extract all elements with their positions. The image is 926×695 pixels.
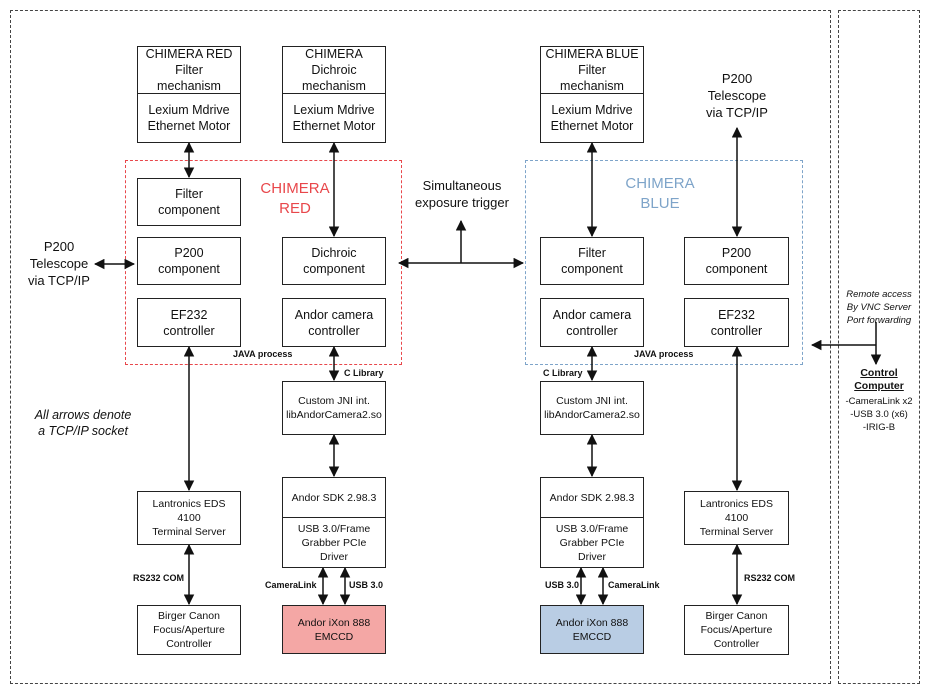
blue-usb-label: USB 3.0 <box>545 580 580 590</box>
chimera-blue-group <box>525 160 803 365</box>
red-usb-label: USB 3.0 <box>349 580 384 590</box>
blue-c-library-label: C Library <box>543 368 583 378</box>
blue-jni-interface: Custom JNI int. libAndorCamera2.so <box>540 381 644 435</box>
blue-andor-camera-controller: Andor camera controller <box>540 298 644 347</box>
control-computer-items: -CameraLink x2 -USB 3.0 (x6) -IRIG-B <box>845 396 913 433</box>
red-cameralink-label: CameraLink <box>265 580 317 590</box>
red-andor-sdk: Andor SDK 2.98.3 <box>283 478 385 518</box>
chimera-red-title: CHIMERA RED <box>260 180 330 217</box>
red-dichroic-mechanism-stack: CHIMERA Dichroic mechanism Lexium Mdrive… <box>282 46 386 143</box>
red-andor-ixon-camera: Andor iXon 888 EMCCD <box>282 605 386 654</box>
red-p200-component: P200 component <box>137 237 241 285</box>
blue-filter-mechanism-stack: CHIMERA BLUE Filter mechanism Lexium Mdr… <box>540 46 644 143</box>
red-ef232-controller: EF232 controller <box>137 298 241 347</box>
p200-telescope-left: P200 Telescope via TCP/IP <box>28 239 90 288</box>
main-frame <box>10 10 831 684</box>
control-computer-title: Control Computer <box>854 367 904 392</box>
red-lantronix-terminal-server: Lantronics EDS 4100 Terminal Server <box>137 491 241 545</box>
blue-andor-ixon-camera: Andor iXon 888 EMCCD <box>540 605 644 654</box>
red-filter-component: Filter component <box>137 178 241 226</box>
blue-p200-component: P200 component <box>684 237 789 285</box>
red-c-library-label: C Library <box>344 368 384 378</box>
red-dichroic-mechanism: CHIMERA Dichroic mechanism <box>283 47 385 94</box>
red-filter-motor: Lexium Mdrive Ethernet Motor <box>147 103 231 133</box>
red-dichroic-motor: Lexium Mdrive Ethernet Motor <box>292 103 376 133</box>
blue-filter-motor: Lexium Mdrive Ethernet Motor <box>550 103 634 133</box>
blue-ef232-controller: EF232 controller <box>684 298 789 347</box>
blue-filter-mechanism: CHIMERA BLUE Filter mechanism <box>541 47 643 94</box>
blue-cameralink-label: CameraLink <box>608 580 660 590</box>
red-andor-camera-controller: Andor camera controller <box>282 298 386 347</box>
blue-driver: USB 3.0/Frame Grabber PCIe Driver <box>555 522 629 563</box>
remote-access-label: Remote access By VNC Server Port forward… <box>846 289 912 326</box>
red-birger-controller: Birger Canon Focus/Aperture Controller <box>137 605 241 655</box>
control-computer-frame <box>838 10 920 684</box>
red-filter-mechanism-stack: CHIMERA RED Filter mechanism Lexium Mdri… <box>137 46 241 143</box>
blue-filter-component: Filter component <box>540 237 644 285</box>
p200-telescope-right: P200 Telescope via TCP/IP <box>706 71 768 120</box>
red-dichroic-component: Dichroic component <box>282 237 386 285</box>
blue-lantronix-terminal-server: Lantronics EDS 4100 Terminal Server <box>684 491 789 545</box>
red-sdk-driver-stack: Andor SDK 2.98.3 USB 3.0/Frame Grabber P… <box>282 477 386 568</box>
red-driver: USB 3.0/Frame Grabber PCIe Driver <box>297 522 371 563</box>
red-filter-mechanism: CHIMERA RED Filter mechanism <box>138 47 240 94</box>
chimera-blue-title: CHIMERA BLUE <box>625 175 695 212</box>
simultaneous-trigger-label: Simultaneous exposure trigger <box>415 178 509 210</box>
blue-sdk-driver-stack: Andor SDK 2.98.3 USB 3.0/Frame Grabber P… <box>540 477 644 568</box>
blue-birger-controller: Birger Canon Focus/Aperture Controller <box>684 605 789 655</box>
blue-java-process-label: JAVA process <box>634 349 694 359</box>
red-rs232-label: RS232 COM <box>133 573 185 583</box>
blue-rs232-label: RS232 COM <box>744 573 796 583</box>
red-jni-interface: Custom JNI int. libAndorCamera2.so <box>282 381 386 435</box>
red-java-process-label: JAVA process <box>233 349 293 359</box>
tcp-ip-note: All arrows denote a TCP/IP socket <box>34 408 132 438</box>
blue-andor-sdk: Andor SDK 2.98.3 <box>541 478 643 518</box>
